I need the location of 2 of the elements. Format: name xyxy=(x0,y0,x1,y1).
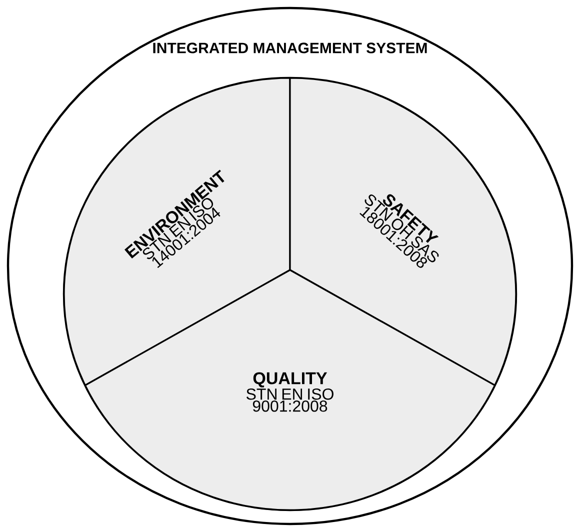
sector-label: QUALITY STN EN ISO 9001:2008 xyxy=(246,372,334,412)
title: INTEGRATED MANAGEMENT SYSTEM xyxy=(153,42,427,54)
